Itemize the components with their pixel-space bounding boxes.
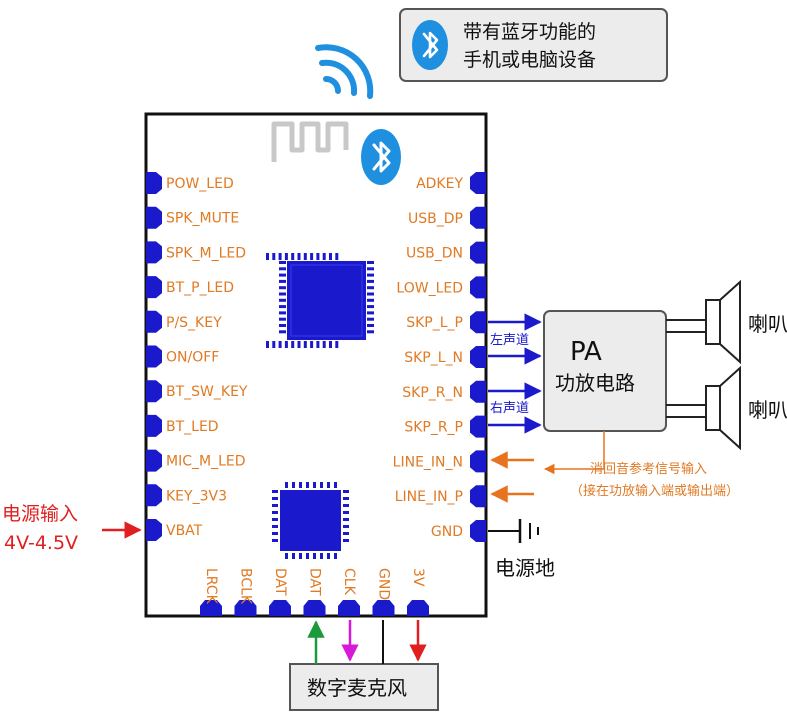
left-pin-label-pow-led: POW_LED — [166, 176, 234, 192]
left-pin-label-bt-led: BT_LED — [166, 419, 219, 435]
mic-connection-arrows — [307, 620, 427, 664]
bottom-pin-pad-lrck-0 — [200, 600, 222, 616]
left-pin-label-bt-sw-key: BT_SW_KEY — [166, 384, 248, 400]
left-pin-pad-bt-p-led — [146, 276, 162, 299]
left-channel-label: 左声道 — [490, 333, 529, 348]
audio-output-arrows — [488, 313, 542, 434]
bottom-pin-label-lrck-0: LRCK — [203, 568, 219, 605]
power-ground-label: 电源地 — [495, 556, 555, 580]
right-pin-pad-usb-dn — [470, 241, 486, 264]
pa-subtitle: 功放电路 — [555, 371, 635, 395]
main-ic-chip — [266, 253, 374, 348]
right-pin-label-skp-l-p: SKP_L_P — [406, 315, 463, 331]
left-pin-pad-bt-led — [146, 414, 162, 437]
left-pin-pad-mic-m-led — [146, 449, 162, 472]
left-pin-label-spk-mute: SPK_MUTE — [166, 211, 239, 227]
echo-reference-wiring — [490, 431, 605, 503]
left-pin-pad-vbat — [146, 519, 162, 541]
right-pin-pad-line-in-p — [470, 485, 486, 508]
right-pin-pad-line-in-n — [470, 450, 486, 473]
bottom-pin-label-gnd-5: GND — [376, 568, 392, 600]
left-pin-pad-pow-led — [146, 172, 162, 194]
left-pin-column: POW_LED SPK_MUTE SPK_M_LED BT_P_LED P/S_KEY O… — [146, 172, 248, 541]
right-pin-pad-skp-l-p — [470, 311, 486, 334]
bottom-pin-pad-dat-3 — [303, 600, 326, 616]
right-pin-label-usb-dp: USB_DP — [408, 211, 463, 227]
bottom-pin-label-dat-3: DAT — [307, 568, 323, 596]
right-pin-label-skp-r-p: SKP_R_P — [404, 420, 463, 436]
left-pin-label-spk-m-led: SPK_M_LED — [166, 245, 246, 261]
wireless-signal-icon — [315, 44, 374, 99]
right-pin-pad-gnd — [470, 520, 486, 542]
top-speaker-label: 喇叭 — [748, 312, 787, 336]
left-pin-pad-p-s-key — [146, 310, 162, 333]
bottom-pin-row: LRCK BCLK DAT DAT CLK GND 3V — [200, 568, 429, 616]
bottom-pin-label-clk-4: CLK — [341, 568, 357, 596]
right-pin-label-skp-l-n: SKP_L_N — [404, 350, 463, 366]
bottom-pin-label-bclk-1: BCLK — [238, 568, 254, 605]
right-pin-label-low-led: LOW_LED — [396, 280, 463, 296]
left-pin-label-mic-m-led: MIC_M_LED — [166, 454, 246, 470]
right-pin-label-skp-r-n: SKP_R_N — [402, 385, 463, 401]
bottom-pin-pad-clk-4 — [338, 600, 360, 616]
bottom-pin-label-dat-2: DAT — [272, 568, 288, 596]
bottom-pin-pad-gnd-5 — [372, 600, 395, 616]
left-pin-label-bt-p-led: BT_P_LED — [166, 280, 234, 296]
right-pin-column: ADKEY USB_DP USB_DN LOW_LED SKP_L_P SKP_L_N SK… — [393, 172, 486, 542]
phone-box-line2: 手机或电脑设备 — [463, 49, 596, 71]
pa-amplifier-box: PA 功放电路 — [543, 310, 667, 432]
left-pin-pad-spk-mute — [146, 206, 162, 229]
echo-note-line1: 消回音参考信号输入 — [590, 461, 707, 477]
secondary-ic-chip — [272, 482, 349, 559]
digital-mic-label: 数字麦克风 — [307, 676, 407, 700]
left-pin-label-vbat: VBAT — [166, 523, 203, 539]
left-pin-pad-bt-sw-key — [146, 380, 162, 403]
antenna-icon — [271, 121, 349, 162]
left-pin-pad-spk-m-led — [146, 241, 162, 264]
left-pin-pad-key-3v3 — [146, 484, 162, 507]
ground-icon — [488, 519, 539, 543]
right-pin-label-line-in-n: LINE_IN_N — [393, 454, 463, 470]
left-pin-label-on-off: ON/OFF — [166, 350, 219, 366]
phone-box-line1: 带有蓝牙功能的 — [463, 21, 596, 43]
left-pin-label-p-s-key: P/S_KEY — [166, 315, 222, 331]
right-pin-label-usb-dn: USB_DN — [406, 246, 463, 262]
bluetooth-icon — [412, 20, 448, 70]
power-input-label: 电源输入 — [2, 503, 78, 525]
right-pin-pad-skp-l-n — [470, 346, 486, 368]
right-pin-label-line-in-p: LINE_IN_P — [395, 489, 463, 505]
echo-note-line2: （接在功放输入端或输出端） — [570, 483, 739, 499]
bluetooth-icon — [361, 129, 401, 185]
speaker-icon — [666, 279, 741, 365]
right-pin-pad-low-led — [470, 276, 486, 299]
right-pin-label-gnd: GND — [431, 524, 463, 540]
right-pin-pad-adkey — [470, 172, 486, 194]
right-pin-pad-usb-dp — [470, 206, 486, 229]
bottom-pin-pad-bclk-1 — [234, 600, 257, 616]
right-pin-pad-skp-r-n — [470, 380, 486, 403]
left-pin-label-key-3v3: KEY_3V3 — [166, 488, 227, 504]
digital-mic-box: 数字麦克风 — [289, 663, 439, 711]
phone-box: 带有蓝牙功能的 手机或电脑设备 — [399, 8, 668, 82]
power-input-voltage: 4V-4.5V — [4, 532, 78, 554]
left-pin-pad-on-off — [146, 345, 162, 368]
bottom-pin-pad-3v-6 — [407, 600, 429, 616]
right-pin-label-adkey: ADKEY — [416, 176, 463, 192]
pa-title: PA — [570, 337, 602, 367]
speaker-icon — [666, 365, 741, 451]
bottom-pin-label-3v-6: 3V — [410, 568, 426, 587]
bottom-pin-pad-dat-2 — [269, 600, 291, 616]
right-channel-label: 右声道 — [490, 401, 529, 416]
bottom-speaker-label: 喇叭 — [748, 398, 787, 422]
right-pin-pad-skp-r-p — [470, 415, 486, 438]
